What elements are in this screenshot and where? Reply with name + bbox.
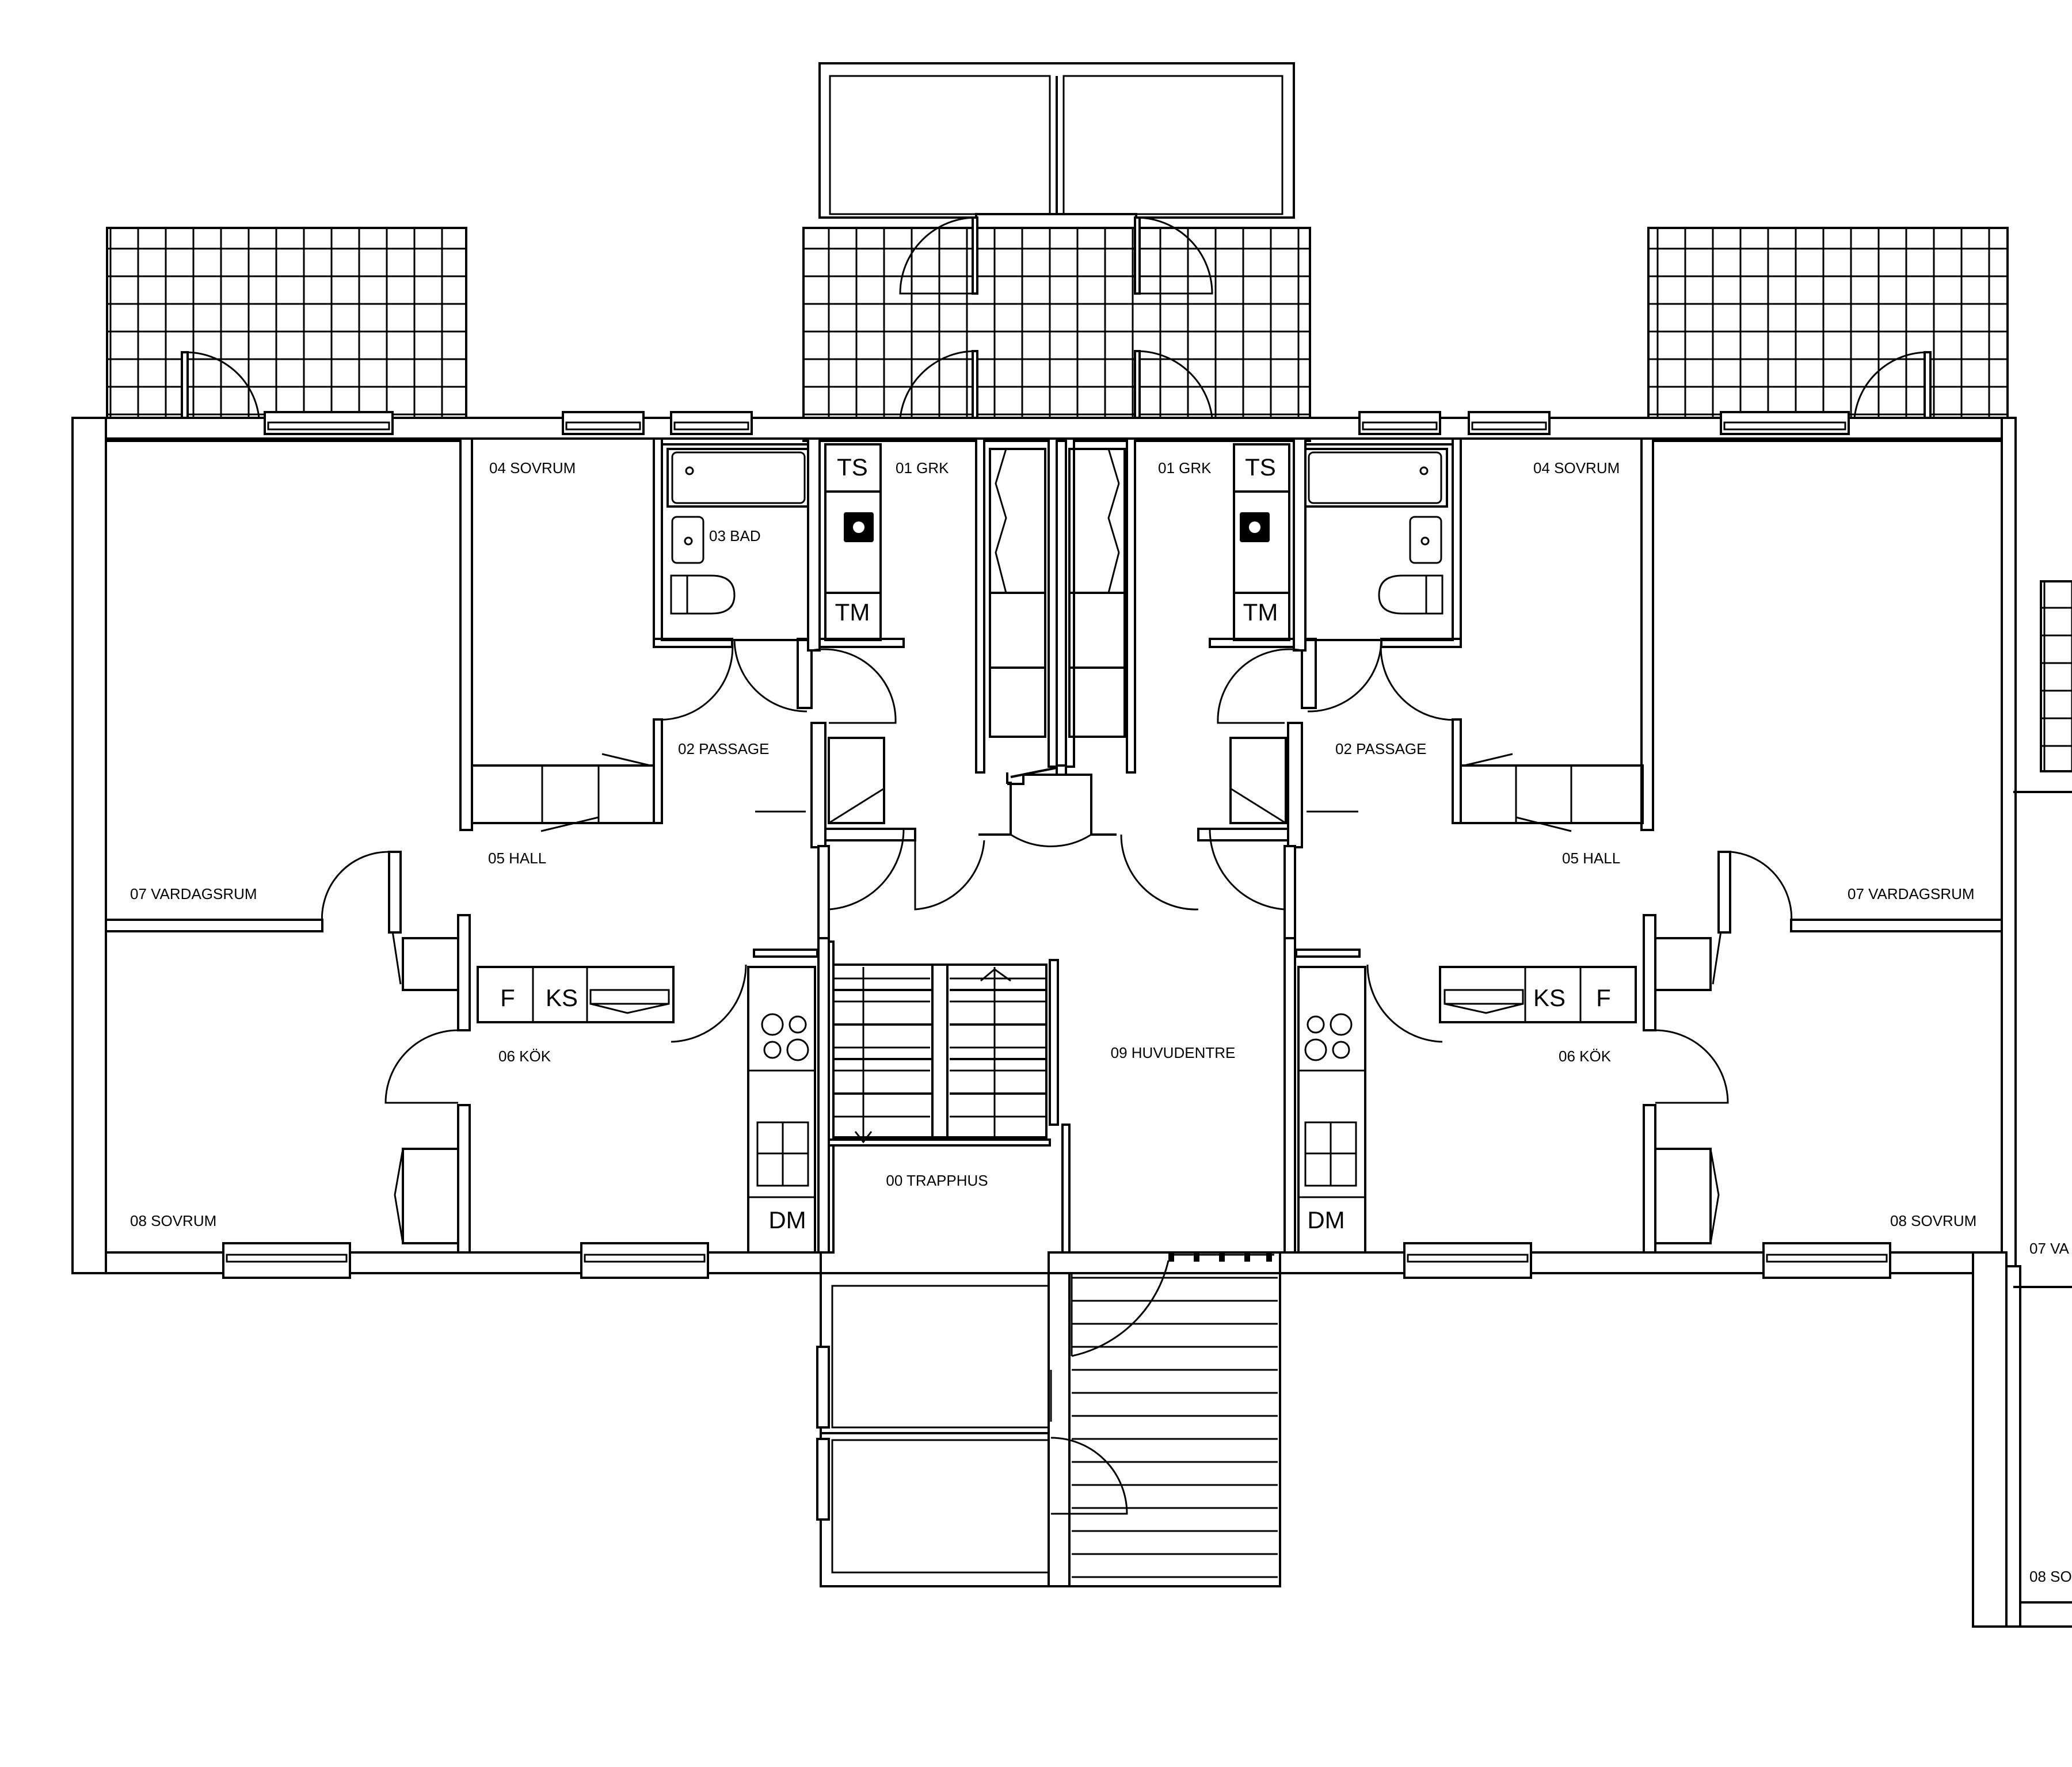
- label-vardagsrum-edge: 07 VA: [2029, 1240, 2070, 1257]
- grk-closets: [989, 448, 1126, 738]
- balcony-left: [106, 227, 467, 442]
- laundry-left: [824, 443, 882, 641]
- label-sovrum4-left: 04 SOVRUM: [489, 459, 576, 477]
- appliance-tm-right: TM: [1243, 599, 1278, 626]
- label-hall-right: 05 HALL: [1562, 850, 1620, 867]
- label-hall-left: 05 HALL: [488, 850, 546, 867]
- appliance-dm-right: DM: [1307, 1206, 1344, 1233]
- label-sovrum8-left: 08 SOVRUM: [130, 1212, 216, 1229]
- balcony-edge-right: [2040, 580, 2072, 772]
- bathroom-right: [1304, 443, 1454, 641]
- label-kok-left: 06 KÖK: [498, 1048, 551, 1065]
- bathroom-left: [661, 443, 809, 641]
- label-vardagsrum-right: 07 VARDAGSRUM: [1848, 885, 1975, 902]
- label-trapphus: 00 TRAPPHUS: [886, 1172, 988, 1189]
- hall-closets: [471, 737, 1644, 832]
- appliance-ks-right: KS: [1533, 984, 1566, 1011]
- entrance-stair: [1068, 1252, 1281, 1587]
- label-sovrum8-right: 08 SOVRUM: [1890, 1212, 1976, 1229]
- label-bad-left: 03 BAD: [709, 527, 761, 544]
- appliance-ts-right: TS: [1245, 454, 1276, 481]
- door-swings: [181, 216, 1932, 1515]
- label-sovrum-edge: 08 SO: [2029, 1568, 2072, 1585]
- kitchen-right: [1297, 937, 1720, 1254]
- top-bay: [818, 62, 1295, 229]
- room-labels: 00 TRAPPHUS 09 HUVUDENTRE 01 GRK 01 GRK …: [130, 459, 2072, 1585]
- storage-rooms: [816, 1272, 1071, 1587]
- label-sovrum4-right: 04 SOVRUM: [1533, 459, 1620, 477]
- appliance-dm-left: DM: [768, 1206, 806, 1233]
- label-kok-right: 06 KÖK: [1559, 1048, 1612, 1065]
- label-passage-left: 02 PASSAGE: [678, 740, 770, 757]
- balcony-right: [1647, 227, 2009, 442]
- interior-walls: [105, 437, 2003, 1274]
- laundry-right: [1233, 443, 1290, 641]
- main-stair: [832, 964, 1048, 1144]
- label-vardagsrum-left: 07 VARDAGSRUM: [130, 885, 257, 902]
- appliance-ts-left: TS: [837, 454, 868, 481]
- balcony-center: [802, 227, 1311, 442]
- kitchen-left: [394, 937, 816, 1254]
- appliance-tm-left: TM: [835, 599, 870, 626]
- appliance-ks-left: KS: [546, 984, 578, 1011]
- windows: [222, 411, 1891, 1279]
- appliance-f-right: F: [1596, 984, 1611, 1011]
- appliance-labels: TS TM TS TM F KS KS F DM DM: [500, 454, 1611, 1233]
- balcony-grids: [106, 227, 2072, 772]
- label-passage-right: 02 PASSAGE: [1335, 740, 1427, 757]
- appliance-f-left: F: [500, 984, 515, 1011]
- label-huvudentre: 09 HUVUDENTRE: [1111, 1044, 1236, 1061]
- label-grk-right: 01 GRK: [1158, 459, 1212, 477]
- label-grk-left: 01 GRK: [896, 459, 949, 477]
